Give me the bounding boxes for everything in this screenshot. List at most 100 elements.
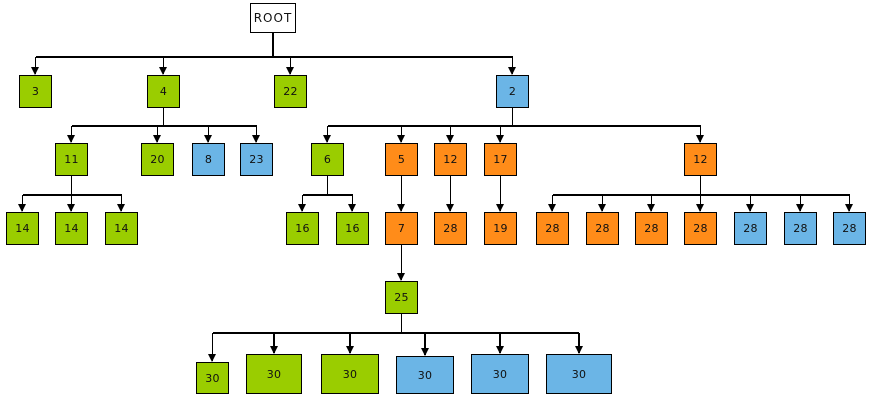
tree-node-n30d[interactable]: 30: [396, 356, 454, 394]
tree-node-label: 30: [266, 367, 282, 381]
tree-node-n2[interactable]: 2: [496, 75, 529, 108]
tree-node-label: 17: [493, 153, 508, 166]
tree-node-n3[interactable]: 3: [19, 75, 52, 108]
tree-node-label: 20: [150, 153, 165, 166]
edge-drop-n19: [499, 195, 502, 211]
tree-node-n28f[interactable]: 28: [734, 212, 767, 245]
tree-node-label: 30: [417, 368, 433, 382]
edge-arrowhead-n8: [204, 135, 212, 143]
tree-node-label: 5: [397, 153, 406, 166]
tree-node-n30b[interactable]: 30: [246, 354, 302, 394]
tree-node-n11[interactable]: 11: [55, 143, 88, 176]
edge-drop-n28f: [749, 195, 752, 211]
edge-drop-n4: [162, 57, 165, 74]
edge-stem-n4: [162, 108, 165, 126]
edge-stem-n12b: [699, 176, 702, 195]
edge-arrowhead-n23: [252, 135, 260, 143]
edge-drop-n16a: [301, 195, 304, 211]
tree-node-label: 28: [595, 222, 610, 235]
edge-drop-n28c: [601, 195, 604, 211]
tree-node-root[interactable]: ROOT: [250, 3, 296, 33]
edge-drop-n30a: [211, 333, 214, 361]
edge-bus-n12b: [552, 194, 850, 196]
tree-node-n28d[interactable]: 28: [635, 212, 668, 245]
edge-arrowhead-n14a: [18, 204, 26, 212]
tree-node-n7[interactable]: 7: [385, 212, 418, 245]
edge-arrowhead-n11: [67, 135, 75, 143]
edge-drop-n30d: [424, 333, 426, 355]
tree-node-n14b[interactable]: 14: [55, 212, 88, 245]
tree-node-n23[interactable]: 23: [240, 143, 273, 176]
tree-node-n30c[interactable]: 30: [321, 354, 379, 394]
tree-node-label: 12: [443, 153, 458, 166]
tree-node-label: 14: [15, 222, 30, 235]
tree-node-n28c[interactable]: 28: [586, 212, 619, 245]
tree-node-label: 30: [571, 367, 587, 381]
edge-arrowhead-n30f: [574, 346, 583, 354]
edge-arrowhead-n30a: [208, 354, 216, 362]
edge-arrowhead-n30c: [345, 346, 354, 354]
tree-node-label: 28: [743, 222, 758, 235]
tree-node-n5[interactable]: 5: [385, 143, 418, 176]
edge-drop-n16b: [351, 195, 354, 211]
edge-drop-n8: [207, 126, 210, 142]
edge-arrowhead-n28h: [845, 204, 853, 212]
tree-node-label: 28: [793, 222, 808, 235]
edge-drop-n3: [34, 57, 37, 74]
edge-arrowhead-n16a: [298, 204, 306, 212]
tree-node-n20[interactable]: 20: [141, 143, 174, 176]
tree-node-n8[interactable]: 8: [192, 143, 225, 176]
edge-drop-n30e: [499, 333, 501, 353]
tree-node-label: 30: [492, 367, 508, 381]
tree-node-n30a[interactable]: 30: [196, 362, 229, 394]
tree-node-n28h[interactable]: 28: [833, 212, 866, 245]
edge-drop-n11: [70, 126, 73, 142]
edge-stem-root: [272, 33, 274, 57]
edge-arrowhead-n17: [496, 135, 504, 143]
edge-drop-n28h: [848, 195, 851, 211]
tree-node-n30e[interactable]: 30: [471, 354, 529, 394]
edge-arrowhead-n28g: [796, 204, 804, 212]
edge-drop-n30f: [578, 333, 580, 353]
tree-node-n12b[interactable]: 12: [684, 143, 717, 176]
edge-arrowhead-n28d: [647, 204, 655, 212]
edge-drop-n25: [400, 264, 403, 280]
edge-arrowhead-n4: [159, 67, 167, 75]
tree-node-label: 14: [64, 222, 79, 235]
tree-node-n22[interactable]: 22: [274, 75, 307, 108]
tree-node-label: 11: [64, 153, 79, 166]
edge-arrowhead-n7: [397, 204, 405, 212]
edge-drop-n14b: [70, 195, 73, 211]
tree-node-label: 28: [644, 222, 659, 235]
edge-bus-n25: [212, 332, 579, 334]
tree-node-n28e[interactable]: 28: [684, 212, 717, 245]
tree-node-n12a[interactable]: 12: [434, 143, 467, 176]
tree-node-n28g[interactable]: 28: [784, 212, 817, 245]
edge-bus-root: [35, 56, 513, 58]
tree-node-label: 6: [323, 153, 332, 166]
tree-node-n4[interactable]: 4: [147, 75, 180, 108]
tree-node-label: 16: [295, 222, 310, 235]
edge-drop-n28d: [650, 195, 653, 211]
edge-arrowhead-n25: [397, 273, 405, 281]
tree-node-n30f[interactable]: 30: [546, 354, 612, 394]
tree-node-n6[interactable]: 6: [311, 143, 344, 176]
tree-node-n16b[interactable]: 16: [336, 212, 369, 245]
tree-node-n14a[interactable]: 14: [6, 212, 39, 245]
edge-drop-n30b: [273, 333, 275, 353]
tree-node-n25[interactable]: 25: [385, 281, 418, 314]
tree-node-label: 16: [345, 222, 360, 235]
tree-node-n19[interactable]: 19: [484, 212, 517, 245]
edge-arrowhead-n28c: [598, 204, 606, 212]
tree-node-n28a[interactable]: 28: [434, 212, 467, 245]
tree-node-n28b[interactable]: 28: [536, 212, 569, 245]
edge-arrowhead-n28b: [548, 204, 556, 212]
tree-node-n17[interactable]: 17: [484, 143, 517, 176]
edge-arrowhead-n3: [31, 67, 39, 75]
edge-drop-n23: [255, 126, 258, 142]
tree-node-n14c[interactable]: 14: [105, 212, 138, 245]
tree-node-n16a[interactable]: 16: [286, 212, 319, 245]
edge-drop-n17: [499, 126, 502, 142]
edge-arrowhead-n28e: [696, 204, 704, 212]
tree-node-label: ROOT: [253, 11, 293, 25]
